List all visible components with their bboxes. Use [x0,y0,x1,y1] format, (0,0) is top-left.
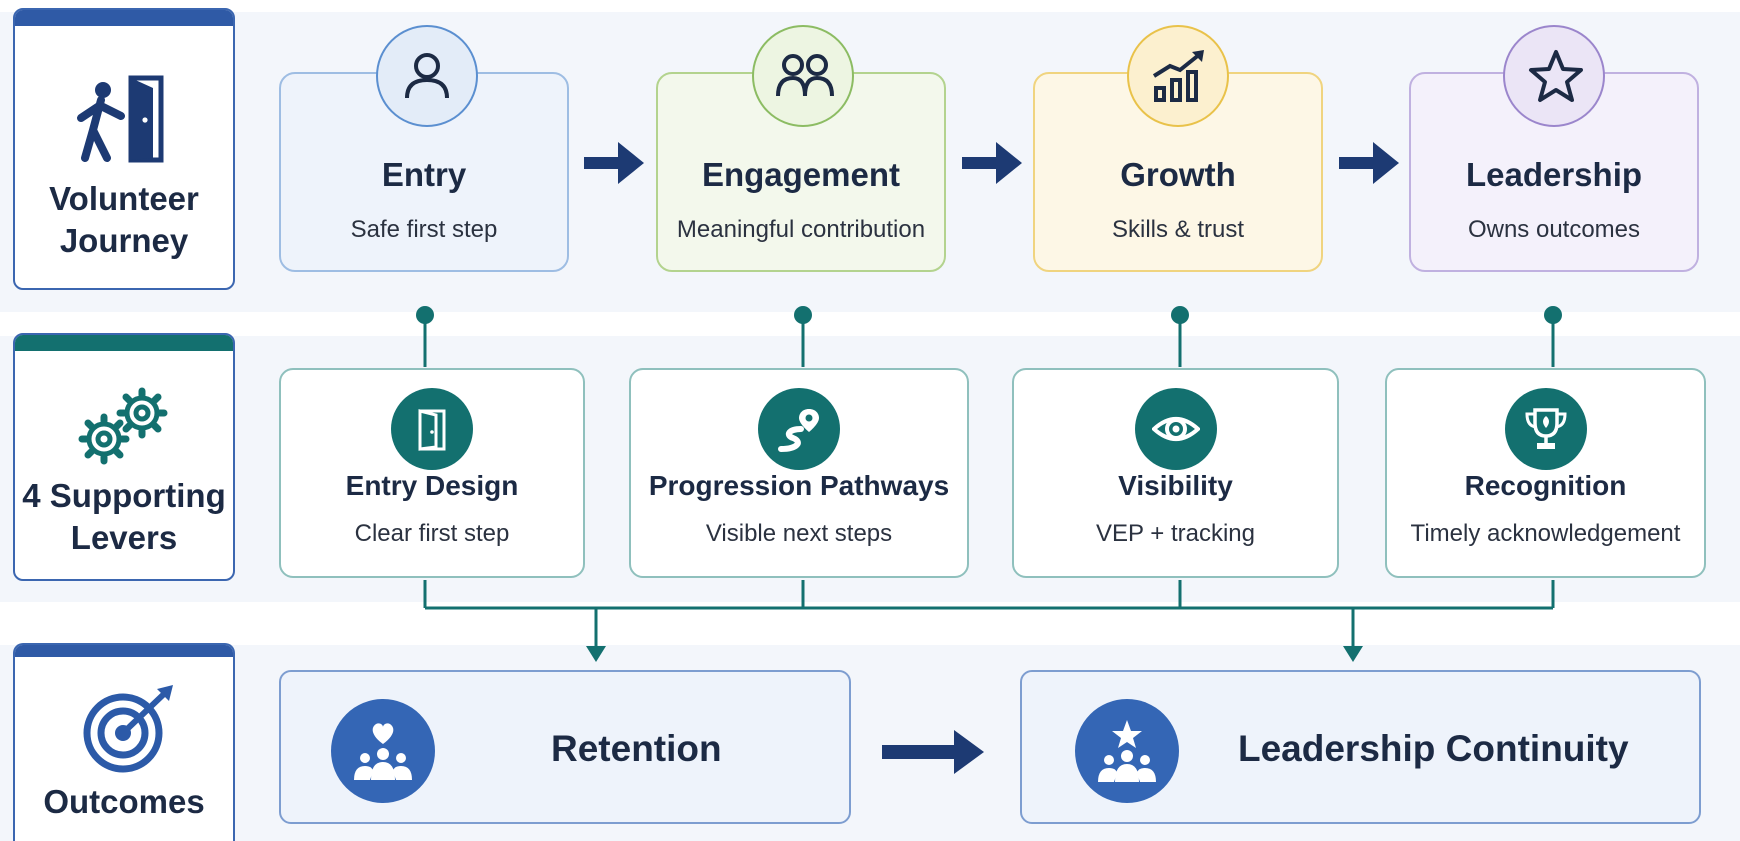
stage-icon-circle-engagement [752,25,854,127]
person-entering-door-icon [77,75,164,163]
arrow-right-icon [962,142,1022,184]
stage-subtitle-leadership: Owns outcomes [1467,216,1641,243]
lever-title-visibility: Visibility [1118,470,1233,501]
target-arrow-icon [83,685,173,773]
stage-card-growth: Growth Skills & trust [1033,72,1323,272]
outcome-title-leadership-continuity: Leadership Continuity [1238,728,1629,769]
stage-subtitle-growth: Skills & trust [1111,216,1245,243]
person-icon [405,53,449,99]
arrow-right-icon [584,142,644,184]
eye-icon [1151,417,1200,441]
lever-card-progression-pathways: Progression Pathways Visible next steps [629,368,969,578]
stage-title-leadership: Leadership [1465,156,1643,193]
row-card-topbar [15,335,233,351]
row-card-topbar [15,645,233,657]
stage-icon-circle-entry [376,25,478,127]
lever-title-progression-pathways: Progression Pathways [648,470,950,501]
outcome-icon-circle [331,699,435,803]
lever-icon-circle [758,388,840,470]
bar-chart-trend-icon [1152,50,1204,102]
lever-subtitle-progression-pathways: Visible next steps [705,520,893,547]
stage-icon-circle-growth [1127,25,1229,127]
lever-subtitle-visibility: VEP + tracking [1096,520,1255,547]
star-group-icon [1098,720,1156,782]
row-label-outcomes: Outcomes [43,783,205,820]
row-card-topbar [15,10,233,26]
door-icon [418,409,446,451]
people-icon [776,54,834,97]
star-icon [1529,50,1583,102]
stage-subtitle-engagement: Meaningful contribution [676,216,926,243]
arrow-right-icon [882,730,984,774]
outcome-card-retention: Retention [279,670,851,824]
outcome-card-leadership-continuity: Leadership Continuity [1020,670,1701,824]
heart-group-icon [354,723,412,780]
row-card-outcomes: Outcomes [13,643,235,841]
lever-subtitle-entry-design: Clear first step [354,520,510,547]
stage-title-entry: Entry [381,156,467,193]
stage-title-growth: Growth [1120,156,1236,193]
lever-icon-circle [1134,388,1217,470]
lever-title-entry-design: Entry Design [345,470,519,501]
stage-icon-circle-leadership [1503,25,1605,127]
lever-icon-circle [1504,388,1587,470]
trophy-icon [1524,408,1567,449]
lever-icon-circle [391,388,473,470]
lever-card-recognition: Recognition Timely acknowledgement [1385,368,1706,578]
lever-title-recognition: Recognition [1464,470,1627,501]
lever-card-visibility: Visibility VEP + tracking [1012,368,1339,578]
stage-subtitle-entry: Safe first step [350,216,498,243]
path-pin-icon [778,409,819,452]
lever-subtitle-recognition: Timely acknowledgement [1410,520,1681,547]
outcome-icon-circle [1075,699,1179,803]
lever-card-entry-design: Entry Design Clear first step [279,368,585,578]
stage-title-engagement: Engagement [701,156,901,193]
gears-icon [78,387,168,465]
arrow-right-icon [1339,142,1399,184]
outcome-title-retention: Retention [551,728,722,769]
